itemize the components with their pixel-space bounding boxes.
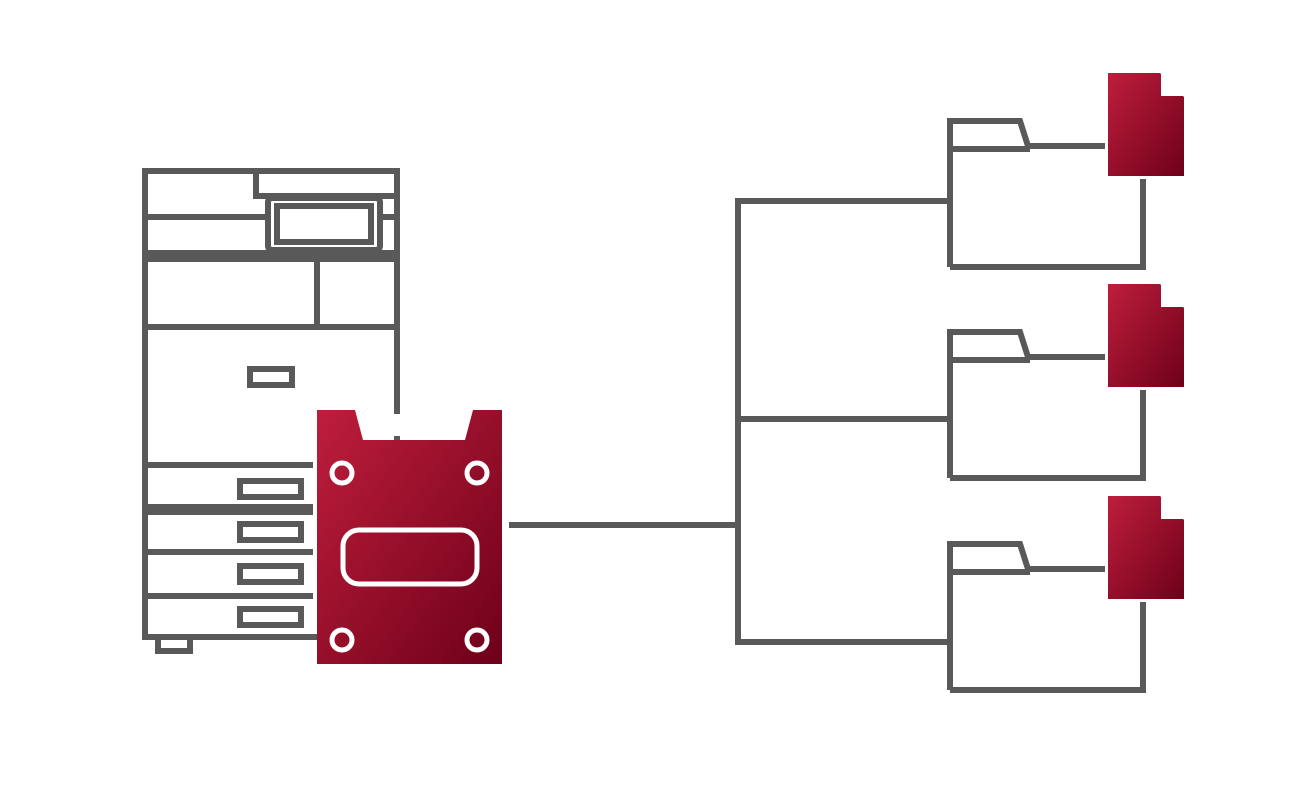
module-screw-hole: [329, 627, 355, 653]
folder-icon: [947, 541, 1146, 693]
connector-lines: [509, 198, 951, 645]
module-label-window: [340, 527, 480, 587]
module-screw-hole: [329, 460, 355, 486]
document-icon: [1108, 73, 1184, 176]
folder-icon: [947, 118, 1146, 270]
multifunction-printer-icon: [142, 168, 400, 654]
module-screw-hole: [464, 627, 490, 653]
module-screw-hole: [464, 460, 490, 486]
document-icon: [1108, 284, 1184, 387]
document-icon: [1108, 496, 1184, 599]
folder-icon: [947, 329, 1146, 481]
storage-module-icon: [317, 410, 502, 664]
module-pin-slots: [372, 414, 458, 436]
